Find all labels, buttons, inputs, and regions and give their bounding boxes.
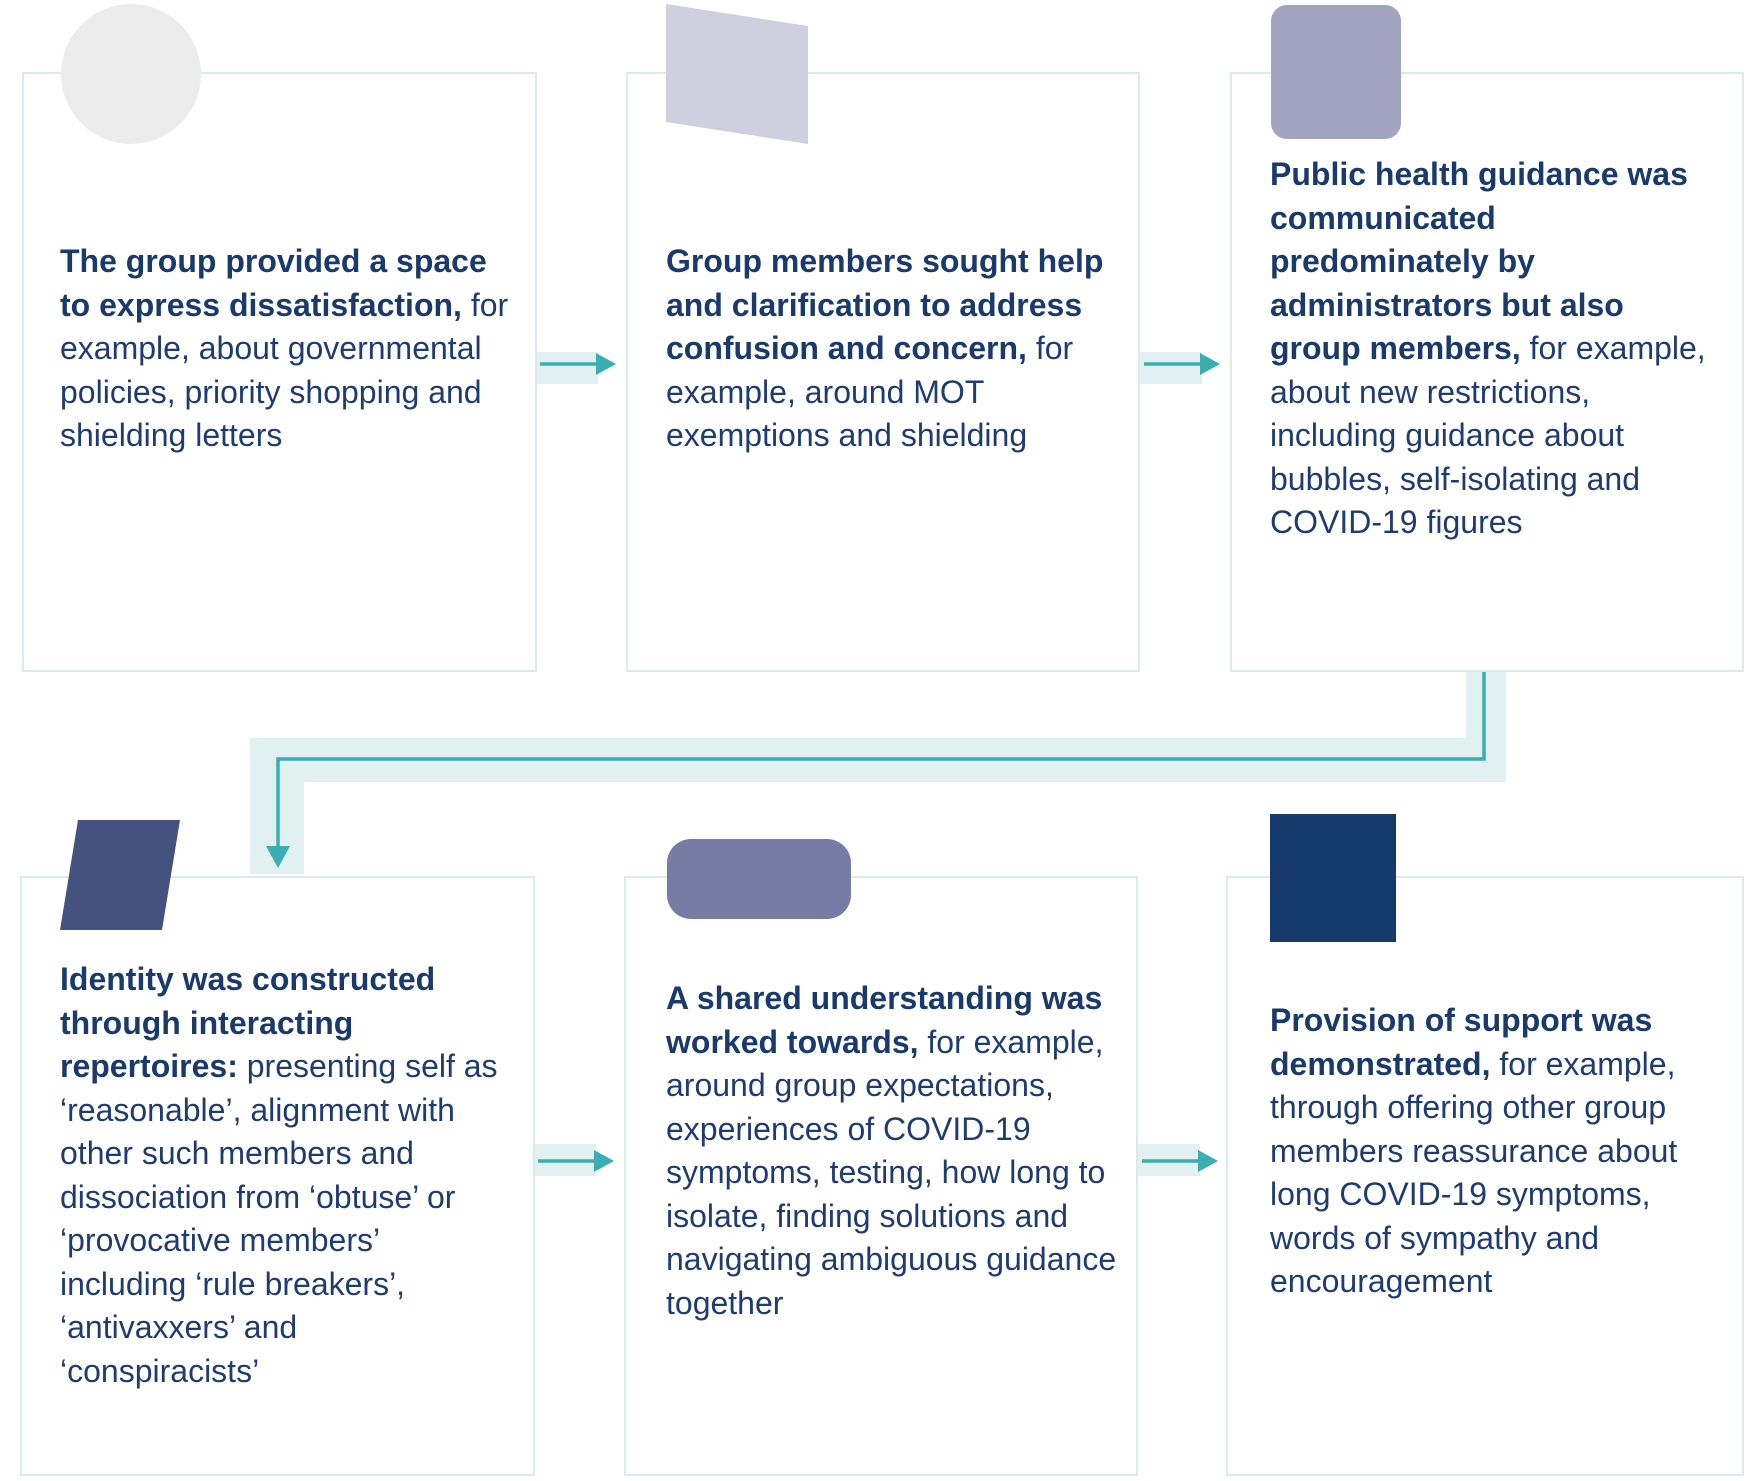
card-shared-understanding <box>624 876 1138 1476</box>
arrow-card1-to-card2 <box>536 352 616 384</box>
arrow-card2-to-card3 <box>1140 352 1220 384</box>
arrow-card4-to-card5 <box>534 1144 614 1176</box>
parallelogram-icon <box>60 820 180 930</box>
square-icon <box>1270 814 1396 942</box>
card-provision-of-support <box>1226 876 1744 1476</box>
card-identity-constructed <box>20 876 535 1476</box>
rounded-square-icon <box>1271 5 1401 139</box>
card-help-and-clarification-text: Group members sought help and clarificat… <box>666 243 1104 453</box>
card-provision-of-support-text: Provision of support was demonstrated, f… <box>1270 1002 1678 1299</box>
card-help-and-clarification <box>626 72 1140 672</box>
arrow-card3-to-card4 <box>250 672 1506 874</box>
card-public-health-guidance <box>1230 72 1744 672</box>
card-space-to-express-text: The group provided a space to express di… <box>60 243 509 453</box>
card-space-to-express <box>22 72 537 672</box>
card-identity-constructed-text: Identity was constructed through interac… <box>60 961 498 1389</box>
card-public-health-guidance-text: Public health guidance was communicated … <box>1270 156 1706 540</box>
arrow-card5-to-card6 <box>1138 1144 1218 1176</box>
rounded-rectangle-icon <box>667 839 851 919</box>
circle-icon <box>61 4 201 144</box>
slanted-quadrilateral-icon <box>666 4 808 144</box>
card-shared-understanding-text: A shared understanding was worked toward… <box>666 980 1117 1321</box>
